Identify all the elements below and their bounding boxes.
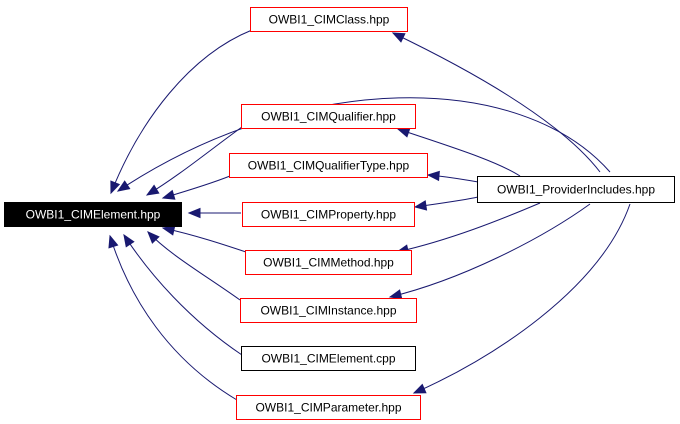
edge-providerincludes-to-ciminstance	[388, 203, 591, 300]
edge-ciminstance-to-cimelement_hpp	[147, 231, 241, 301]
edge-providerincludes-to-cimclass	[391, 32, 601, 173]
edge-cimparameter-to-cimelement_hpp	[108, 234, 238, 401]
node-cimproperty[interactable]: OWBI1_CIMProperty.hpp	[242, 202, 415, 227]
edge-line	[392, 32, 601, 173]
edge-providerincludes-to-cimmethod	[395, 202, 541, 255]
node-box	[229, 153, 428, 178]
arrowhead-icon	[412, 383, 427, 394]
node-box	[242, 202, 415, 227]
edge-cimqualifier-to-cimelement_hpp	[145, 126, 243, 196]
node-label: OWBI1_CIMParameter.hpp	[255, 401, 401, 415]
node-label: OWBI1_CIMMethod.hpp	[263, 256, 394, 270]
node-cimclass[interactable]: OWBI1_CIMClass.hpp	[250, 7, 408, 32]
edge-cimproperty-to-cimelement_hpp	[187, 207, 241, 219]
arrowhead-icon	[161, 189, 176, 200]
node-box	[240, 298, 417, 323]
edge-providerincludes-to-cimqualifiertype	[426, 170, 479, 183]
edge-line	[109, 235, 238, 401]
edge-cimqualifiertype-to-cimelement_hpp	[161, 175, 231, 200]
edge-cimelement_cpp-to-cimelement_hpp	[123, 233, 243, 356]
node-label: OWBI1_CIMElement.cpp	[261, 352, 395, 366]
node-box	[250, 7, 408, 32]
edge-providerincludes-to-cimelement_hpp	[116, 97, 611, 192]
edge-line	[117, 97, 611, 192]
node-cimelement-cpp[interactable]: OWBI1_CIMElement.cpp	[241, 346, 416, 371]
node-label: OWBI1_ProviderIncludes.hpp	[497, 183, 655, 197]
node-label: OWBI1_CIMInstance.hpp	[260, 304, 396, 318]
arrowhead-icon	[413, 200, 428, 211]
nodes-layer: OWBI1_CIMElement.hpp OWBI1_CIMClass.hppOW…	[4, 7, 675, 420]
edge-providerincludes-to-cimproperty	[413, 196, 479, 211]
node-box	[245, 250, 412, 275]
edge-line	[162, 227, 247, 253]
arrowhead-icon	[396, 127, 411, 138]
node-label: OWBI1_CIMClass.hpp	[269, 13, 390, 27]
arrowhead-icon	[187, 207, 201, 219]
edge-line	[123, 234, 243, 356]
edge-line	[397, 128, 521, 177]
edge-cimclass-to-cimelement_hpp	[110, 29, 253, 195]
edge-providerincludes-to-cimparameter	[412, 203, 631, 394]
arrowhead-icon	[147, 231, 160, 244]
arrowhead-icon	[388, 289, 403, 300]
arrowhead-icon	[426, 170, 440, 182]
node-box	[241, 104, 416, 129]
edge-cimmethod-to-cimelement_hpp	[161, 225, 247, 253]
edge-line	[147, 231, 241, 301]
arrowhead-icon	[161, 225, 176, 236]
node-box	[4, 202, 182, 227]
arrowhead-icon	[123, 233, 135, 248]
edges-layer	[108, 29, 631, 401]
arrowhead-icon	[108, 234, 119, 249]
node-providerincludes[interactable]: OWBI1_ProviderIncludes.hpp	[477, 176, 675, 203]
edge-line	[396, 202, 541, 253]
node-label: OWBI1_CIMQualifierType.hpp	[248, 159, 410, 173]
node-box	[236, 395, 421, 420]
arrowhead-icon	[391, 32, 406, 43]
arrowhead-icon	[145, 184, 160, 196]
node-label: OWBI1_CIMQualifier.hpp	[261, 110, 396, 124]
node-ciminstance[interactable]: OWBI1_CIMInstance.hpp	[240, 298, 417, 323]
node-cimparameter[interactable]: OWBI1_CIMParameter.hpp	[236, 395, 421, 420]
node-cimmethod[interactable]: OWBI1_CIMMethod.hpp	[245, 250, 412, 275]
node-box	[477, 176, 675, 203]
node-cimelement-hpp[interactable]: OWBI1_CIMElement.hpp	[4, 202, 182, 227]
arrowhead-icon	[110, 180, 121, 195]
node-label: OWBI1_CIMElement.hpp	[26, 208, 161, 222]
edge-line	[413, 203, 631, 394]
node-cimqualifier[interactable]: OWBI1_CIMQualifier.hpp	[241, 104, 416, 129]
edge-line	[389, 203, 591, 298]
node-label: OWBI1_CIMProperty.hpp	[261, 208, 396, 222]
node-box	[241, 346, 416, 371]
edge-line	[146, 126, 243, 196]
arrowhead-icon	[116, 180, 131, 192]
node-cimqualifiertype[interactable]: OWBI1_CIMQualifierType.hpp	[229, 153, 428, 178]
edge-line	[110, 29, 253, 194]
